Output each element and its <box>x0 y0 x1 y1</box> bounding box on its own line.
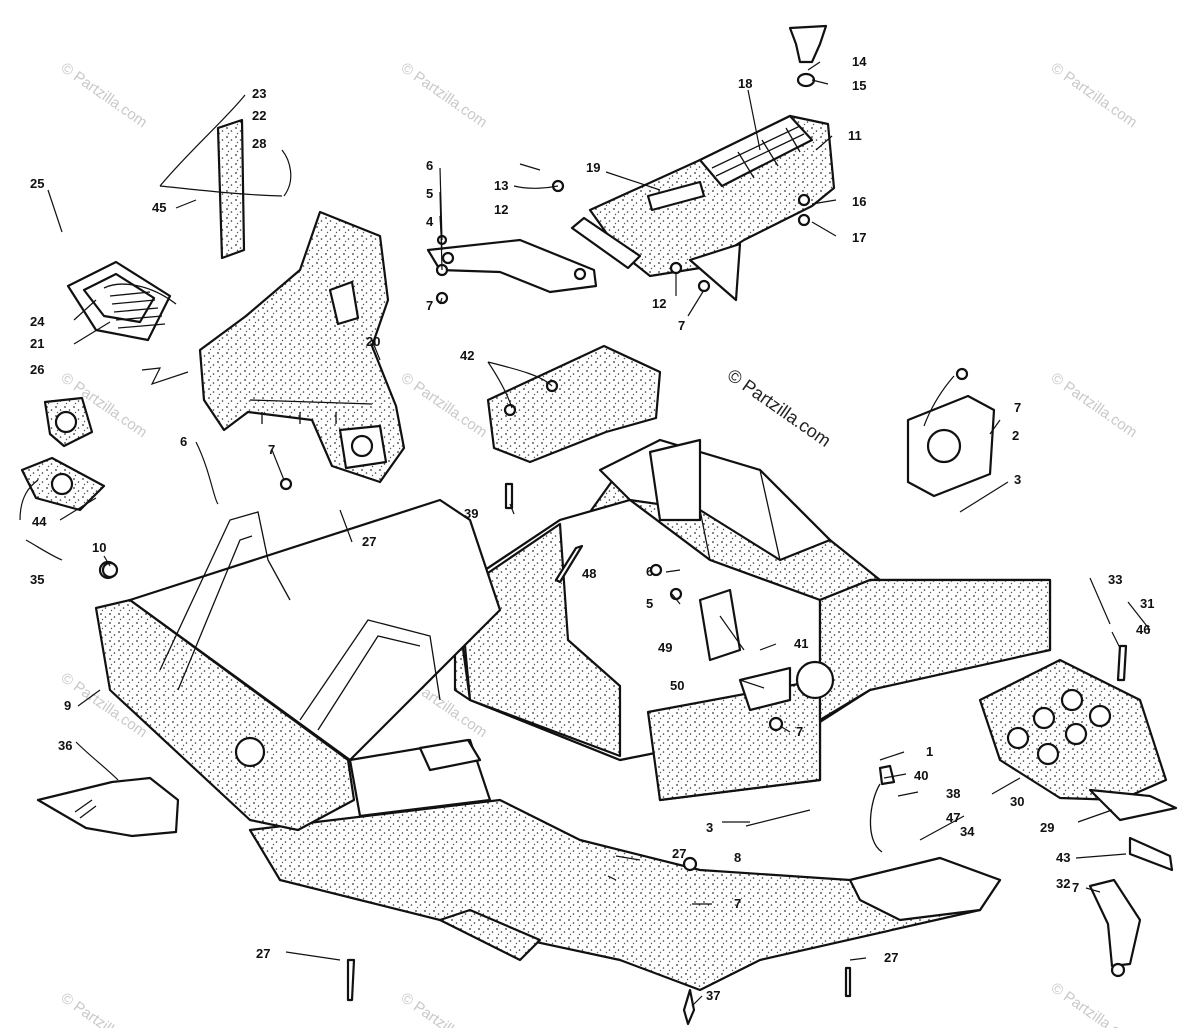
part-chassis-1 <box>453 438 1052 802</box>
watermark-text: © Partzilla.com <box>58 989 151 1028</box>
callout-6: 6 <box>426 158 433 173</box>
callout-44: 44 <box>32 514 47 529</box>
callout-27: 27 <box>884 950 898 965</box>
callout-21: 21 <box>30 336 44 351</box>
callout-33: 33 <box>1108 572 1122 587</box>
watermark-text: © Partzilla.com <box>1048 979 1141 1028</box>
callout-43: 43 <box>1056 850 1070 865</box>
watermark-text: © Partzilla.com <box>398 59 491 131</box>
part-bulkhead-9 <box>94 498 502 832</box>
part-bracket-4 <box>426 238 598 294</box>
callout-17: 17 <box>852 230 866 245</box>
callout-7: 7 <box>734 896 741 911</box>
callout-14: 14 <box>852 54 867 69</box>
callout-6: 6 <box>180 434 187 449</box>
callout-27: 27 <box>256 946 270 961</box>
callout-25: 25 <box>30 176 44 191</box>
callout-15: 15 <box>852 78 866 93</box>
callout-16: 16 <box>852 194 866 209</box>
callout-35: 35 <box>30 572 44 587</box>
callout-8: 8 <box>734 850 741 865</box>
callout-7: 7 <box>1072 880 1079 895</box>
callout-2: 2 <box>1012 428 1019 443</box>
callout-49: 49 <box>658 640 672 655</box>
callout-23: 23 <box>252 86 266 101</box>
callout-5: 5 <box>426 186 433 201</box>
callout-11: 11 <box>848 128 862 143</box>
callout-19: 19 <box>586 160 600 175</box>
callout-37: 37 <box>706 988 720 1003</box>
callout-3: 3 <box>706 820 713 835</box>
callout-7: 7 <box>796 724 803 739</box>
callout-18: 18 <box>738 76 752 91</box>
watermark-text: © Partzilla.com <box>1048 369 1141 441</box>
callout-42: 42 <box>460 348 474 363</box>
callout-7: 7 <box>1014 400 1021 415</box>
callout-31: 31 <box>1140 596 1154 611</box>
callout-26: 26 <box>30 362 44 377</box>
watermark-text: © Partzilla.com <box>58 59 151 131</box>
callout-22: 22 <box>252 108 266 123</box>
callout-30: 30 <box>1010 794 1024 809</box>
callout-7: 7 <box>678 318 685 333</box>
callout-38: 38 <box>946 786 960 801</box>
callout-48: 48 <box>582 566 596 581</box>
watermark-text: © Partzilla.com <box>398 369 491 441</box>
part-seat-11 <box>570 114 836 302</box>
callout-50: 50 <box>670 678 684 693</box>
part-gasket-44 <box>20 396 106 512</box>
part-panel-42 <box>486 344 662 464</box>
callout-39: 39 <box>464 506 478 521</box>
part-knob-14 <box>788 24 828 88</box>
callout-1: 1 <box>926 744 933 759</box>
callout-45: 45 <box>152 200 166 215</box>
callout-27: 27 <box>672 846 686 861</box>
part-fairing-20 <box>198 210 406 484</box>
callout-4: 4 <box>426 214 434 229</box>
callout-12: 12 <box>652 296 666 311</box>
callout-13: 13 <box>494 178 508 193</box>
callout-40: 40 <box>914 768 928 783</box>
callout-32: 32 <box>1056 876 1070 891</box>
callout-34: 34 <box>960 824 975 839</box>
callout-6: 6 <box>646 564 653 579</box>
part-strap-22 <box>216 118 246 260</box>
callout-47: 47 <box>946 810 960 825</box>
callout-27: 27 <box>362 534 376 549</box>
callout-12: 12 <box>494 202 508 217</box>
part-decal-36 <box>36 776 180 838</box>
part-bellypan-34 <box>248 798 1002 992</box>
callout-3: 3 <box>1014 472 1021 487</box>
hardware <box>101 179 1128 1026</box>
callout-20: 20 <box>366 334 380 349</box>
part-skidplate-29 <box>978 658 1178 822</box>
watermark-center: © Partzilla.com <box>724 365 835 451</box>
callout-9: 9 <box>64 698 71 713</box>
callout-10: 10 <box>92 540 106 555</box>
watermark-text: © Partzilla.com <box>398 989 491 1028</box>
leader-lines <box>19 61 1151 1007</box>
callout-5: 5 <box>646 596 653 611</box>
callout-7: 7 <box>268 442 275 457</box>
callout-28: 28 <box>252 136 266 151</box>
part-steering-boot <box>66 260 177 342</box>
callout-29: 29 <box>1040 820 1054 835</box>
callout-36: 36 <box>58 738 72 753</box>
watermark-text: © Partzilla.com <box>1048 59 1141 131</box>
callout-labels: 1 2 3 3 4 5 5 6 6 6 7 7 7 7 7 7 7 8 9 10… <box>30 54 1154 1003</box>
callout-7: 7 <box>426 298 433 313</box>
callout-24: 24 <box>30 314 45 329</box>
callout-41: 41 <box>794 636 808 651</box>
callout-46: 46 <box>1136 622 1150 637</box>
part-mount-2 <box>906 394 996 498</box>
part-hook-32 <box>1088 836 1174 968</box>
